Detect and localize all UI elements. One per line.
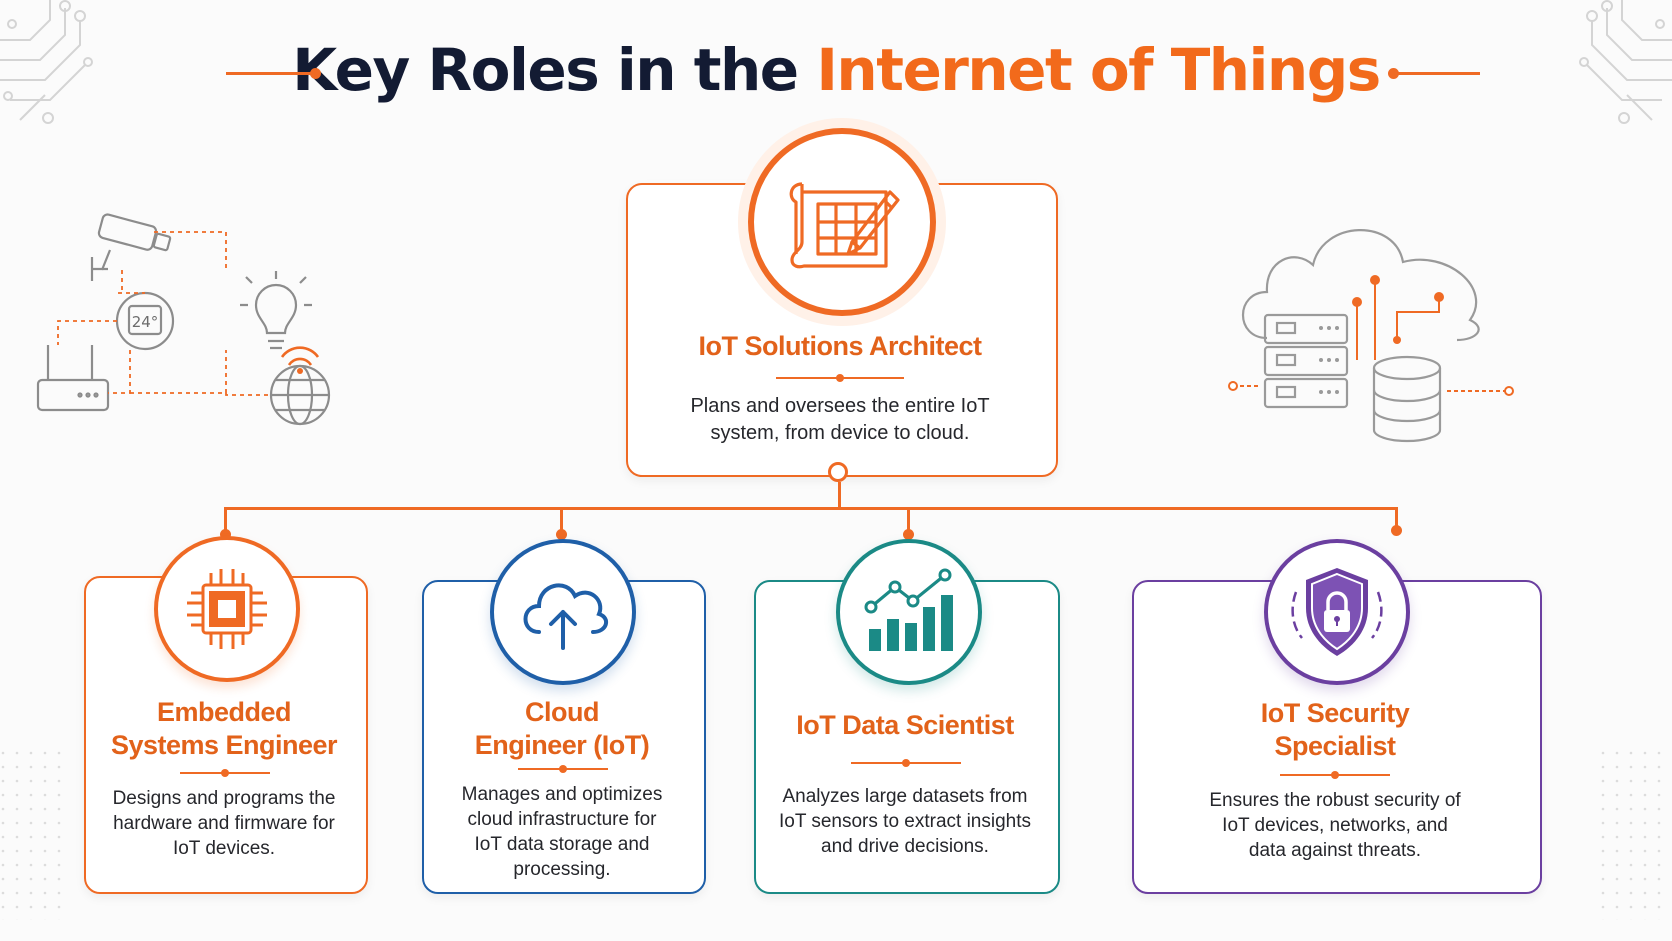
cloud-separator-dot [559,765,567,773]
embedded-icon-circle [154,536,300,682]
embedded-title: Embedded Systems Engineer [110,697,338,760]
tree-node-embedded [220,529,231,540]
data-title: IoT Data Scientist [796,710,1014,740]
security-description: Ensures the robust security of IoT devic… [1209,790,1461,861]
blueprint-pencil-icon [789,182,900,269]
page-title: Key Roles in the Internet of Things [0,28,1672,112]
tree-trunk [838,482,841,509]
tree-branch-embedded [224,507,227,535]
architect-separator-dot [836,374,844,382]
embedded-separator-dot [221,769,229,777]
title-prefix: Key Roles in the [292,36,817,104]
title-highlight: Internet of Things [816,36,1381,104]
cloud-icon-circle [490,539,636,685]
iot-devices-illustration: 24° [36,213,331,426]
cloud-description: Manages and optimizes cloud infrastructu… [461,784,663,880]
security-separator-dot [1331,771,1339,779]
shield-lock-icon [1291,568,1383,656]
cloud-icon [1242,229,1480,342]
data-icon-circle [836,539,982,685]
data-separator-dot [902,759,910,767]
circuit-corner-left-icon [0,0,93,124]
tree-node-security [1391,525,1402,536]
tree-branch-cloud [560,507,563,535]
architect-description: Plans and oversees the entire IoT system… [690,395,990,444]
router-icon [36,345,110,412]
tree-node-data [903,529,914,540]
light-bulb-icon [240,271,312,350]
dot-grid-left-icon [0,750,70,920]
security-icon-circle [1264,539,1410,685]
dot-grid-right-icon [1600,750,1670,920]
title-left-rule [226,72,314,75]
tree-trunk-node [828,462,848,482]
security-title: IoT Security Specialist [1260,698,1410,761]
security-camera-icon [90,213,172,281]
architect-icon-circle [748,128,936,316]
tree-horizontal [225,507,1398,510]
tree-branch-security [1395,507,1398,527]
server-rack-icon [1263,313,1349,409]
microchip-icon [187,569,267,649]
tree-node-cloud [556,529,567,540]
cloud-upload-icon [523,583,609,650]
architect-title: IoT Solutions Architect [698,331,982,361]
database-icon [1372,355,1442,443]
cloud-data-illustration [1228,229,1514,443]
cloud-title: Cloud Engineer (IoT) [474,697,650,760]
data-description: Analyzes large datasets from IoT sensors… [778,786,1032,857]
title-right-dot [1388,68,1399,79]
bar-chart-trend-icon [864,568,953,651]
title-right-rule [1394,72,1480,75]
tree-branch-data [907,507,910,535]
title-left-dot [310,68,321,79]
wifi-globe-icon [269,364,331,426]
embedded-description: Designs and programs the hardware and fi… [112,788,336,859]
circuit-corner-right-icon [1579,0,1672,124]
thermostat-reading: 24° [132,313,159,331]
